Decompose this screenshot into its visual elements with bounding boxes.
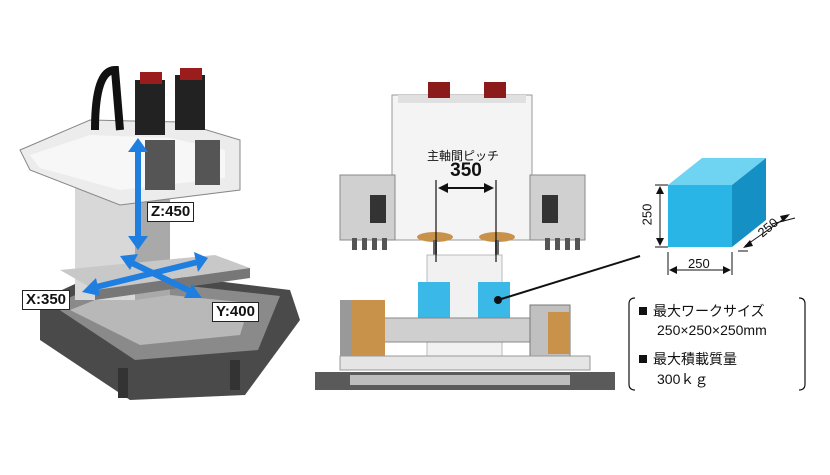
pitch-dimension-lines (435, 180, 497, 262)
leader-line (494, 255, 641, 304)
axis-arrows (82, 138, 208, 298)
z-axis-label: Z:450 (147, 202, 195, 222)
bullet-icon (639, 355, 647, 363)
x-axis-label: X:350 (22, 290, 71, 310)
max-work-size-value: 250×250×250mm (657, 322, 767, 338)
spec-brackets (628, 297, 806, 391)
max-work-size-label: 最大ワークサイズ (653, 303, 765, 319)
spindle-pitch-label: 主軸間ピッチ (426, 149, 499, 163)
cube-height-label: 250 (639, 203, 655, 226)
cube-dimension-lines (655, 184, 796, 275)
max-work-size-row: 最大ワークサイズ (639, 302, 765, 320)
workpiece-cube (668, 158, 766, 247)
bullet-icon (639, 307, 647, 315)
max-load-value: 300ｋｇ (657, 371, 709, 387)
center-machine-drawing (315, 82, 615, 390)
max-load-label: 最大積載質量 (653, 351, 737, 367)
spindle-pitch-value: 350 (450, 160, 482, 181)
left-machine-drawing (19, 65, 300, 400)
max-load-row: 最大積載質量 (639, 350, 737, 368)
cube-width-label: 250 (688, 256, 710, 271)
y-axis-label: Y:400 (212, 302, 259, 322)
spec-box: 最大ワークサイズ 250×250×250mm 最大積載質量 300ｋｇ (627, 296, 807, 392)
